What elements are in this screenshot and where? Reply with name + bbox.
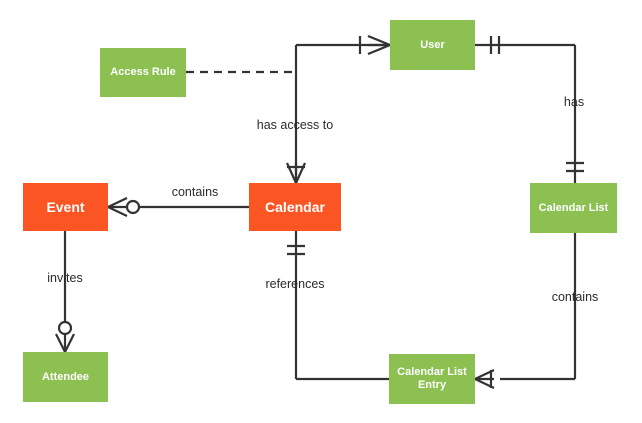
entity-attendee-label: Attendee	[41, 370, 90, 383]
relationship-label-contains-list-entry: contains	[551, 290, 599, 304]
entity-access-rule[interactable]: Access Rule	[100, 48, 186, 97]
relationship-label-has: has	[563, 95, 585, 109]
entity-calendar-list-entry-label: Calendar List Entry	[397, 366, 467, 391]
crowfoot-event-right	[107, 197, 128, 217]
crowfoot-circle-attendee-top	[57, 320, 73, 336]
crowfoot-circle-event-right	[125, 199, 141, 215]
crowfoot-entry-right	[474, 369, 495, 389]
relationship-label-invites: invites	[47, 271, 83, 285]
crowfoot-attendee-top	[55, 333, 75, 353]
entity-calendar-list-label: Calendar List	[538, 201, 609, 214]
entity-calendar-list[interactable]: Calendar List	[530, 183, 617, 233]
entity-access-rule-label: Access Rule	[110, 66, 176, 79]
relationship-label-references: references	[265, 277, 325, 291]
relationship-label-has-access-to: has access to	[256, 118, 334, 132]
entity-calendar[interactable]: Calendar	[249, 183, 341, 231]
relationship-label-contains-event-calendar: contains	[171, 185, 219, 199]
entity-calendar-list-entry[interactable]: Calendar List Entry	[389, 354, 475, 404]
entity-user[interactable]: User	[390, 20, 475, 70]
entity-event-label: Event	[46, 198, 85, 215]
entity-attendee[interactable]: Attendee	[23, 352, 108, 402]
entity-user-label: User	[420, 38, 445, 51]
crowfoot-calendar-top	[285, 162, 307, 184]
crowfoot-user-left	[367, 34, 391, 56]
entity-calendar-label: Calendar	[265, 198, 325, 215]
entity-event[interactable]: Event	[23, 183, 108, 231]
